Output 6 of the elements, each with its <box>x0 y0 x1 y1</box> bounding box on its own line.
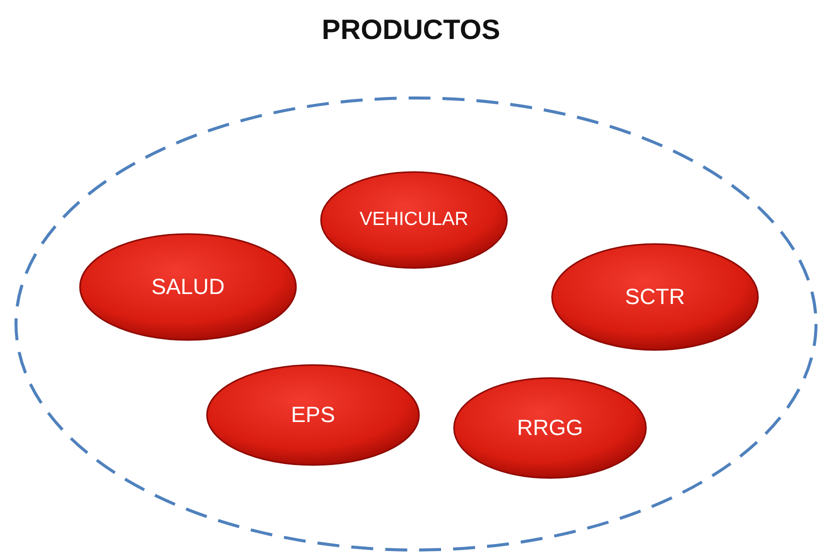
product-label: EPS <box>290 402 336 428</box>
product-label: RRGG <box>516 415 584 441</box>
product-label: VEHICULAR <box>358 209 470 231</box>
product-label: SCTR <box>624 284 686 310</box>
product-label: SALUD <box>150 274 226 300</box>
title: PRODUCTOS <box>320 14 502 46</box>
